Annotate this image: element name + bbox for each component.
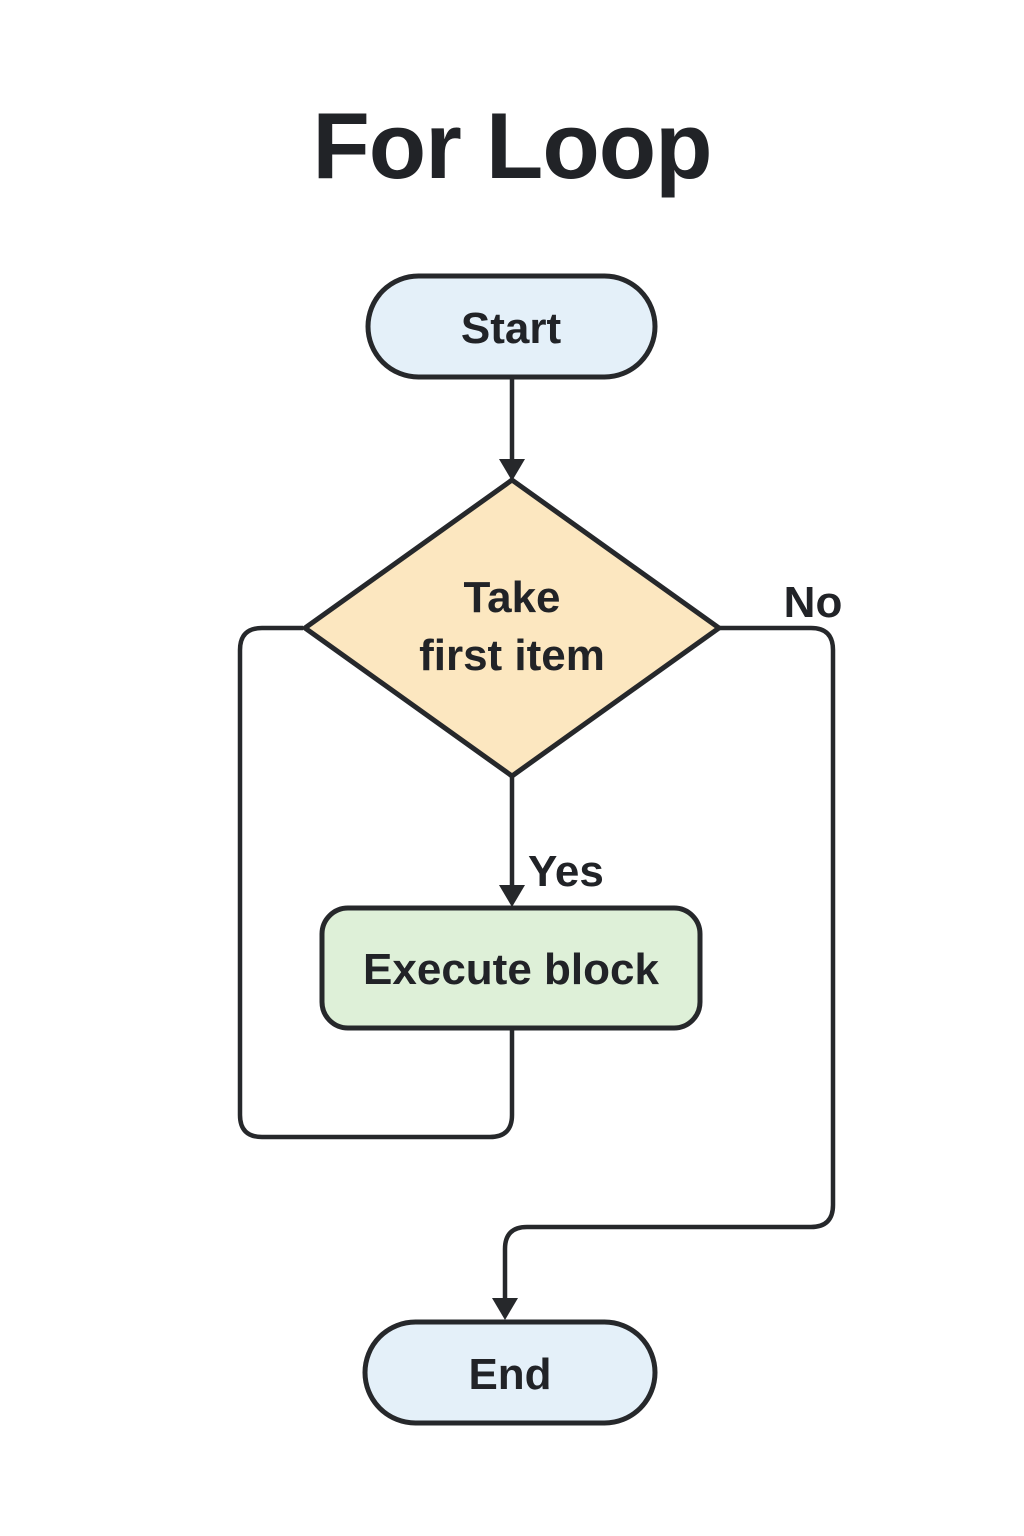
arrowhead-into-process-icon	[499, 885, 525, 907]
node-decision: Take first item	[300, 476, 724, 780]
diagram-title: For Loop	[312, 93, 711, 198]
end-label: End	[468, 1350, 551, 1399]
process-label: Execute block	[363, 945, 659, 994]
node-end: End	[362, 1319, 658, 1426]
edge-decision-no	[502, 625, 836, 1300]
start-terminator-shape	[365, 273, 658, 380]
arrowhead-into-end-icon	[492, 1298, 518, 1320]
edge-label-yes: Yes	[528, 847, 604, 896]
process-rect-shape	[319, 905, 703, 1031]
start-label: Start	[461, 304, 562, 353]
end-terminator-shape	[362, 1319, 658, 1426]
decision-label-line2: first item	[419, 631, 605, 680]
edge-loop-back	[237, 625, 515, 1140]
node-start: Start	[365, 273, 658, 380]
arrowhead-into-decision-icon	[499, 459, 525, 481]
decision-label-line1: Take	[463, 573, 560, 622]
edge-label-no: No	[784, 578, 843, 627]
edges: Yes No	[237, 377, 843, 1320]
node-process: Execute block	[319, 905, 703, 1031]
decision-diamond-shape	[300, 476, 724, 780]
